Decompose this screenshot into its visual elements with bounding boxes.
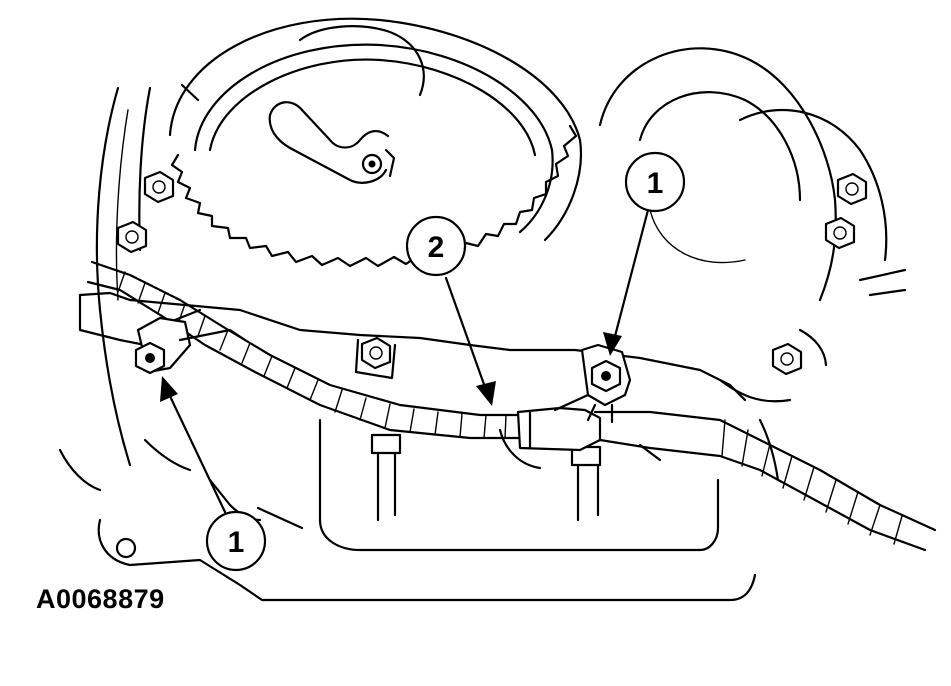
leader-lines: [160, 208, 650, 530]
bolt: [771, 342, 803, 376]
right-cover: [598, 47, 907, 403]
bolt: [116, 220, 148, 254]
oil-pan: [58, 291, 780, 602]
callout-label: 1: [647, 167, 664, 200]
arrowhead: [603, 332, 622, 356]
left-block-wall: [95, 83, 200, 467]
figure-id-label: A0068879: [36, 584, 165, 614]
callout-label: 1: [228, 526, 245, 559]
arrowhead: [476, 381, 496, 406]
bolt: [824, 216, 856, 250]
bolt: [143, 170, 175, 204]
camshaft-sprocket: [168, 17, 582, 268]
wiring-harness: [86, 260, 937, 552]
callout-2: 2: [405, 215, 467, 277]
callout-label: 2: [428, 231, 445, 264]
bolt-group: [116, 170, 868, 380]
bolt: [360, 336, 392, 370]
arrowhead: [160, 376, 178, 402]
bolt: [836, 172, 868, 206]
callout-1-top: 1: [624, 151, 686, 213]
callout-1-bottom: 1: [205, 510, 267, 572]
